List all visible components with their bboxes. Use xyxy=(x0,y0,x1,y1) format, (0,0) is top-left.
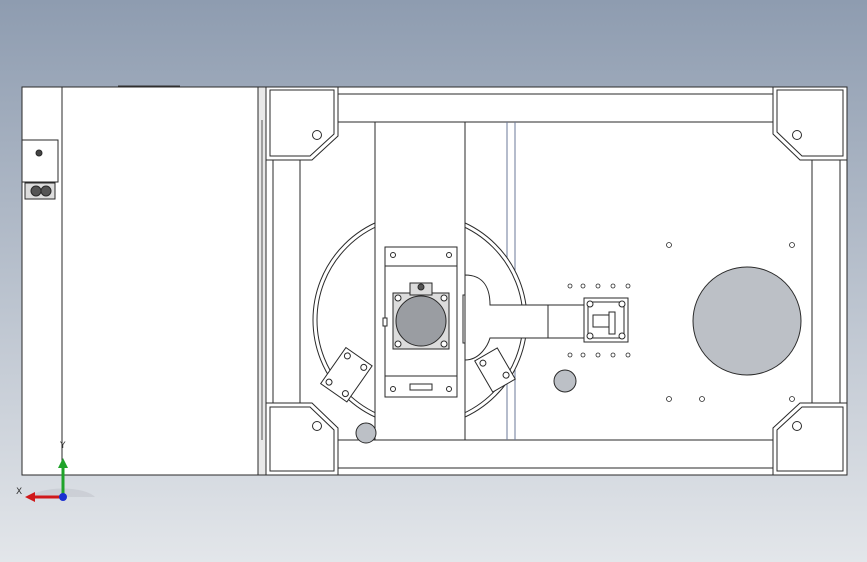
motor-body xyxy=(395,295,447,347)
swing-arm xyxy=(464,274,629,361)
axis-triad xyxy=(25,458,95,502)
y-axis-label: Y xyxy=(60,441,66,451)
mounting-holes xyxy=(567,242,795,402)
control-box-panel xyxy=(61,86,261,476)
fixture-left xyxy=(319,346,373,403)
corner-brackets xyxy=(265,86,848,476)
small-cutout xyxy=(553,369,577,393)
connector-block xyxy=(21,139,59,183)
table-hole xyxy=(355,422,377,444)
fixture-right xyxy=(474,347,516,393)
x-axis-label: X xyxy=(16,487,23,497)
motor-assembly xyxy=(382,246,470,398)
top-rail xyxy=(265,86,848,123)
bottom-rail xyxy=(265,439,848,476)
large-cutout xyxy=(692,266,802,376)
side-module xyxy=(21,85,267,476)
